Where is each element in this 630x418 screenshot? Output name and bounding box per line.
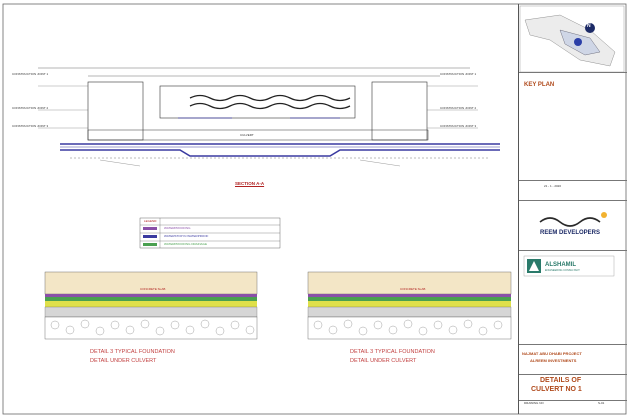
sheet-number: S-01 — [598, 401, 605, 405]
section-title: SECTION A-A — [235, 181, 265, 186]
consultant-sub: ENGINEERING CONSULTANT — [545, 269, 580, 272]
left-joint-label-2: CONSTRUCTION JOINT 2 — [12, 106, 49, 110]
legend-item-3: WATERPROOFING DRAINAGE — [164, 242, 208, 246]
right-gravel-pattern — [313, 319, 503, 336]
key-plan-title: KEY PLAN — [524, 82, 555, 88]
right-joint-label-2: CONSTRUCTION JOINT 2 — [440, 106, 477, 110]
north-label: N — [587, 23, 591, 29]
right-joint-label-1: CONSTRUCTION JOINT 1 — [440, 72, 477, 76]
left-concrete-label: CONCRETE SLAB — [140, 287, 166, 291]
right-detail-title-2: DETAIL UNDER CULVERT — [350, 358, 417, 364]
legend-title: LEGEND: — [144, 219, 158, 223]
client-name: REEM DEVELOPERS — [540, 230, 601, 236]
tb-divider — [519, 200, 627, 201]
drawing-title-1: DETAILS OF — [540, 377, 582, 384]
title-block — [518, 4, 627, 414]
left-joint-label-3: CONSTRUCTION JOINT 3 — [12, 124, 49, 128]
left-detail-title-1: DETAIL 3 TYPICAL FOUNDATION — [90, 349, 175, 355]
legend-table — [139, 217, 281, 249]
drawing-no-label: DRAWING NO — [524, 401, 544, 405]
project-line-1: NAJMAT ABU DHABI PROJECT — [522, 351, 582, 356]
left-gravel-pattern — [50, 319, 255, 336]
tb-divider — [519, 374, 627, 375]
section-a-a-drawing — [38, 67, 500, 167]
right-foundation-detail — [307, 271, 512, 340]
reem-logo — [524, 212, 610, 238]
tb-divider — [519, 72, 627, 73]
right-detail-title-1: DETAIL 3 TYPICAL FOUNDATION — [350, 349, 435, 355]
tb-divider — [519, 344, 627, 345]
left-detail-title-2: DETAIL UNDER CULVERT — [90, 358, 157, 364]
tb-divider — [519, 180, 627, 181]
legend-item-1: WATERPROOFING — [164, 226, 191, 230]
consultant-name: ALSHAMIL — [545, 262, 576, 268]
legend-item-2: WATERSTOP IN WATERPROOF — [164, 234, 209, 238]
key-plan-map — [519, 5, 625, 73]
project-line-2: ALREEM INVESTMENTS — [530, 358, 577, 363]
left-foundation-detail — [44, 271, 258, 340]
right-concrete-label: CONCRETE SLAB — [400, 287, 426, 291]
sheet-border — [2, 3, 627, 415]
drawing-title-2: CULVERT NO 1 — [531, 386, 582, 393]
tb-divider — [519, 400, 627, 401]
left-joint-label-1: CONSTRUCTION JOINT 1 — [12, 72, 49, 76]
north-arrow-disc — [585, 23, 595, 33]
alshamil-logo — [523, 255, 615, 277]
culvert-label: CULVERT — [240, 133, 254, 137]
issue-date: 21 - 1 - 2020 — [544, 184, 562, 188]
right-joint-label-3: CONSTRUCTION JOINT 3 — [440, 124, 477, 128]
tb-divider — [519, 250, 627, 251]
